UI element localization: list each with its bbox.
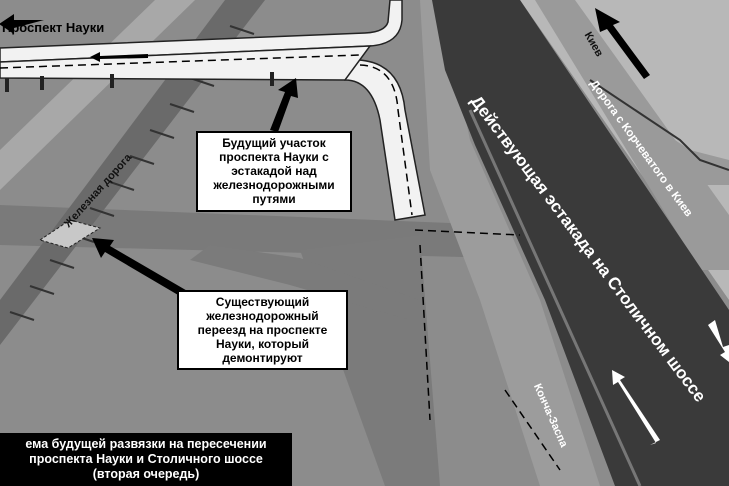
caption-line-1: ема будущей развязки на пересечении [25,437,267,451]
elevated-road [0,0,403,63]
viaduct [432,0,729,486]
crossing-patch [38,219,102,249]
caption-line-3: (вторая очередь) [92,467,200,481]
branch-road [600,90,729,185]
callout-future-section: Будущий участок проспекта Науки с эстака… [196,131,352,212]
map-caption: ема будущей развязки на пересечении прос… [0,433,292,486]
direction-arrows [0,8,650,79]
label-prospekt: Проспект Науки [2,20,105,35]
callout-arrow-2 [92,238,196,302]
elevated-ramp [344,59,426,221]
callout-existing-crossing: Существующий железнодорожный переезд на … [177,290,348,370]
side-road [420,0,600,486]
railway [0,0,265,345]
ground-road-curve [190,245,420,320]
callout-arrow-1 [270,78,298,132]
caption-line-2: проспекта Науки и Столичного шоссе [29,452,263,466]
